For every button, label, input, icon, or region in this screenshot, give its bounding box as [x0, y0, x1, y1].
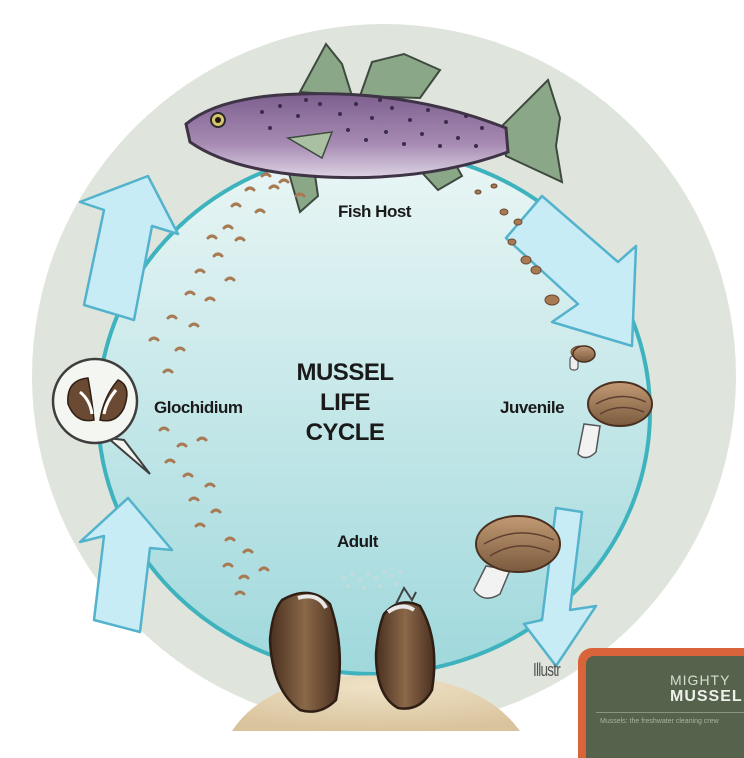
book-subtitle: Mussels: the freshwater cleaning crew	[600, 718, 719, 725]
book-title-top: MIGHTY	[670, 672, 730, 688]
diagram-title: MUSSEL LIFE CYCLE	[290, 358, 400, 448]
book-cover-thumbnail[interactable]: MIGHTY MUSSEL Mussels: the freshwater cl…	[578, 648, 744, 758]
illustration-credit: Illustr	[533, 660, 560, 681]
adult-mussel-right	[376, 602, 434, 708]
title-line-1: MUSSEL	[290, 358, 400, 388]
book-divider	[596, 712, 744, 713]
stage-label-glochidium: Glochidium	[154, 398, 243, 418]
title-line-2: LIFE	[290, 388, 400, 418]
book-cover-panel: MIGHTY MUSSEL Mussels: the freshwater cl…	[586, 656, 744, 758]
stage-label-fish-host: Fish Host	[338, 202, 411, 222]
book-title-main: MUSSEL	[670, 688, 743, 706]
stage-label-juvenile: Juvenile	[500, 398, 564, 418]
title-line-3: CYCLE	[290, 418, 400, 448]
stage-label-adult: Adult	[337, 532, 378, 552]
